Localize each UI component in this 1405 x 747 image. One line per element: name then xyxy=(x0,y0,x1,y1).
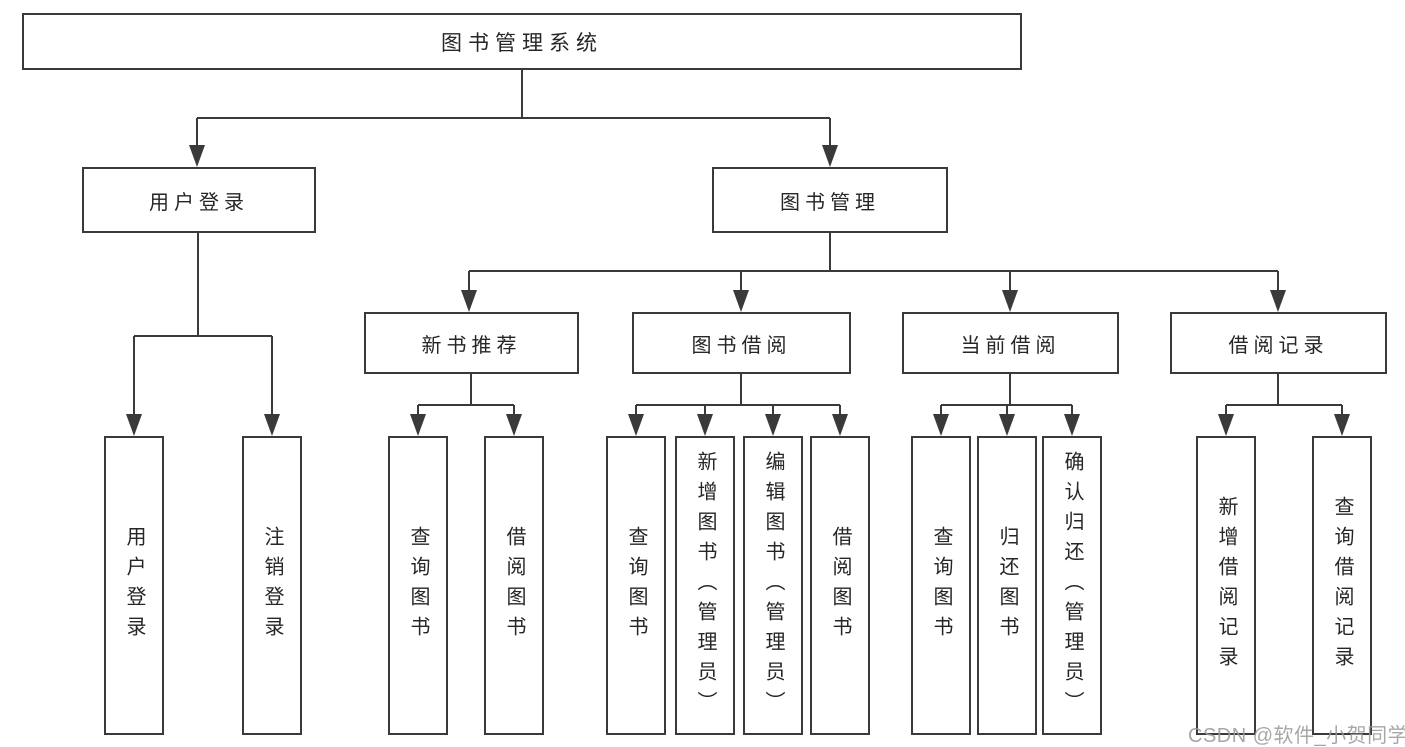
node-borrowing: 图书借阅 xyxy=(632,312,851,374)
node-leaf-bw-query-label: 查询图书 xyxy=(625,525,647,646)
connector-new-books-branch xyxy=(410,374,522,436)
node-leaf-cb-confirm: 确认归还（管理员） xyxy=(1042,436,1102,735)
node-user-login: 用户登录 xyxy=(82,167,316,233)
node-leaf-cb-query: 查询图书 xyxy=(911,436,971,735)
node-leaf-bw-add-label: 新增图书（管理员） xyxy=(694,450,716,721)
connector-book-mgmt-branch xyxy=(461,233,1286,312)
node-new-books: 新书推荐 xyxy=(364,312,579,374)
csdn-watermark: CSDN @软件_小贺同学 xyxy=(1188,725,1405,747)
node-borrow-records-label: 借阅记录 xyxy=(1228,334,1329,357)
node-borrow-records: 借阅记录 xyxy=(1170,312,1387,374)
node-leaf-rc-add: 新增借阅记录 xyxy=(1196,436,1256,735)
node-leaf-cb-return: 归还图书 xyxy=(977,436,1037,735)
node-leaf-user-login-label: 用户登录 xyxy=(123,525,145,646)
node-root: 图书管理系统 xyxy=(22,13,1022,70)
node-root-label: 图书管理系统 xyxy=(441,31,603,55)
node-current-borrow-label: 当前借阅 xyxy=(960,334,1061,357)
connector-user-login-branch xyxy=(126,233,280,436)
connector-root-to-level2 xyxy=(189,70,838,167)
node-leaf-bw-borrow-label: 借阅图书 xyxy=(829,525,851,646)
node-current-borrow: 当前借阅 xyxy=(902,312,1119,374)
node-leaf-logout: 注销登录 xyxy=(242,436,302,735)
connector-current-borrow-branch xyxy=(933,374,1080,436)
node-leaf-user-login: 用户登录 xyxy=(104,436,164,735)
node-book-mgmt-label: 图书管理 xyxy=(780,191,880,214)
node-leaf-bw-query: 查询图书 xyxy=(606,436,666,735)
node-leaf-rc-query-label: 查询借阅记录 xyxy=(1331,495,1353,676)
node-leaf-cb-return-label: 归还图书 xyxy=(996,525,1018,646)
node-leaf-nb-borrow: 借阅图书 xyxy=(484,436,544,735)
node-leaf-nb-query: 查询图书 xyxy=(388,436,448,735)
node-leaf-nb-borrow-label: 借阅图书 xyxy=(503,525,525,646)
node-leaf-cb-query-label: 查询图书 xyxy=(930,525,952,646)
node-leaf-bw-edit-label: 编辑图书（管理员） xyxy=(762,450,784,721)
node-leaf-logout-label: 注销登录 xyxy=(261,525,283,646)
node-book-mgmt: 图书管理 xyxy=(712,167,948,233)
node-borrowing-label: 图书借阅 xyxy=(691,334,792,357)
connector-borrow-records-branch xyxy=(1218,374,1350,436)
node-leaf-bw-edit: 编辑图书（管理员） xyxy=(743,436,803,735)
node-leaf-nb-query-label: 查询图书 xyxy=(407,525,429,646)
node-user-login-label: 用户登录 xyxy=(149,191,249,214)
node-leaf-rc-add-label: 新增借阅记录 xyxy=(1215,495,1237,676)
node-leaf-bw-add: 新增图书（管理员） xyxy=(675,436,735,735)
node-new-books-label: 新书推荐 xyxy=(421,334,522,357)
connector-borrowing-branch xyxy=(628,374,848,436)
node-leaf-bw-borrow: 借阅图书 xyxy=(810,436,870,735)
node-leaf-rc-query: 查询借阅记录 xyxy=(1312,436,1372,735)
node-leaf-cb-confirm-label: 确认归还（管理员） xyxy=(1061,450,1083,721)
